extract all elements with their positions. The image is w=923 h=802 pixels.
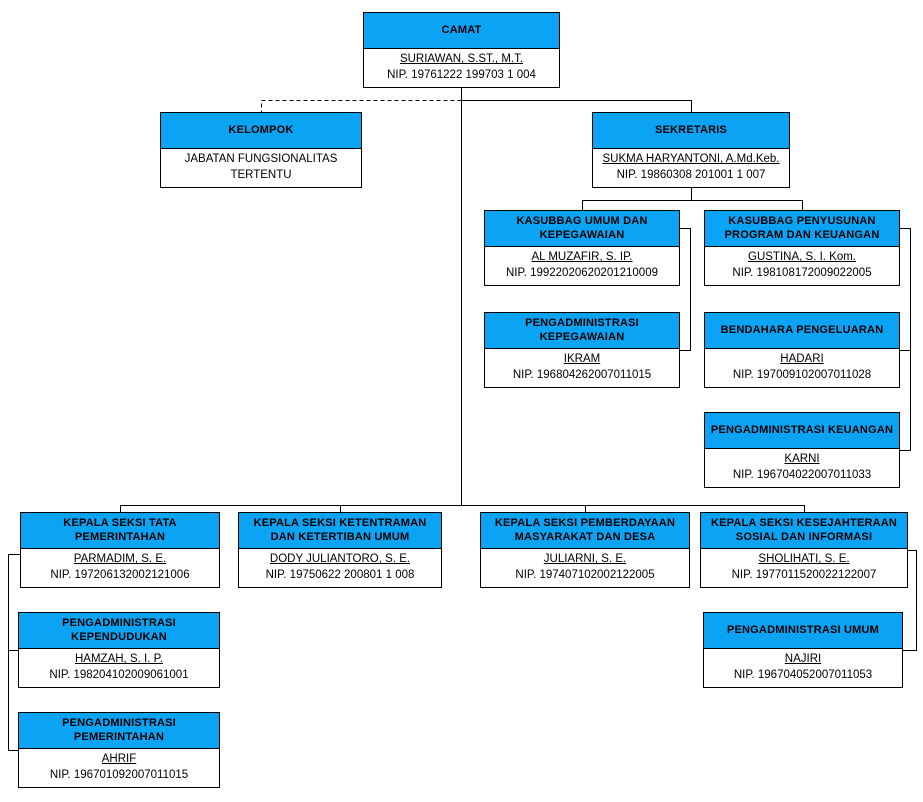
person-name: SHOLIHATI, S. E. <box>758 553 850 566</box>
org-box-kasubbag-umum-body: AL MUZAFIR, S. IP. NIP. 1992202062020121… <box>485 247 679 285</box>
org-box-kasubbag-umum: KASUBBAG UMUM DAN KEPEGAWAIAN AL MUZAFIR… <box>484 210 680 286</box>
org-box-pengadm-pemerintahan: PENGADMINISTRASI PEMERINTAHAN AHRIF NIP.… <box>18 712 220 788</box>
org-box-pengadm-kepegawaian: PENGADMINISTRASI KEPEGAWAIAN IKRAM NIP. … <box>484 312 680 388</box>
org-box-pengadm-kependudukan-title: PENGADMINISTRASI KEPENDUDUKAN <box>19 613 219 649</box>
person-name: IKRAM <box>563 353 601 366</box>
connector-sekretaris-kasubbag <box>582 188 803 210</box>
connector-kasubbagprogram-bendahara-keuangan <box>900 228 911 451</box>
org-box-camat-body: SURIAWAN, S.ST., M.T. NIP. 19761222 1997… <box>364 49 559 87</box>
person-name: PARMADIM, S. E. <box>73 553 167 566</box>
org-box-seksi-tata-title: KEPALA SEKSI TATA PEMERINTAHAN <box>21 513 219 549</box>
person-nip: NIP. 196804262007011015 <box>512 369 652 381</box>
org-box-bendahara-title: BENDAHARA PENGELUARAN <box>705 313 899 349</box>
person-name: SUKMA HARYANTONI, A.Md.Keb. <box>602 153 780 166</box>
person-name: SURIAWAN, S.ST., M.T. <box>399 53 524 66</box>
org-box-pengadm-keuangan: PENGADMINISTRASI KEUANGAN KARNI NIP. 196… <box>704 412 900 488</box>
person-nip: NIP. 1977011520022122007 <box>731 569 877 581</box>
person-name: GUSTINA, S. I. Kom. <box>748 251 856 264</box>
person-name: DODY JULIANTORO, S. E. <box>269 553 411 566</box>
org-box-kelompok: KELOMPOK JABATAN FUNGSIONALITAS TERTENTU <box>160 112 362 188</box>
org-box-pengadm-keuangan-title: PENGADMINISTRASI KEUANGAN <box>705 413 899 449</box>
connector-camat-sekretaris <box>461 100 692 112</box>
org-box-bendahara: BENDAHARA PENGELUARAN HADARI NIP. 197009… <box>704 312 900 388</box>
org-box-pengadm-keuangan-body: KARNI NIP. 196704022007011033 <box>705 449 899 487</box>
person-name: JULIARNI, S. E. <box>543 553 627 566</box>
person-name: NAJIRI <box>784 653 822 666</box>
org-box-kasubbag-program-title: KASUBBAG PENYUSUNAN PROGRAM DAN KEUANGAN <box>705 211 899 247</box>
org-box-pengadm-kependudukan: PENGADMINISTRASI KEPENDUDUKAN HAMZAH, S.… <box>18 612 220 688</box>
person-nip: NIP. 196704052007011053 <box>733 669 873 681</box>
org-box-kelompok-title: KELOMPOK <box>161 113 361 149</box>
org-box-camat: CAMAT SURIAWAN, S.ST., M.T. NIP. 1976122… <box>363 12 560 88</box>
connector-camat-kelompok-dashed <box>261 100 462 112</box>
org-box-seksi-ketentraman: KEPALA SEKSI KETENTRAMAN DAN KETERTIBAN … <box>238 512 442 588</box>
org-box-pengadm-umum-body: NAJIRI NIP. 196704052007011053 <box>704 649 902 687</box>
org-box-kasubbag-umum-title: KASUBBAG UMUM DAN KEPEGAWAIAN <box>485 211 679 247</box>
person-nip: NIP. 197009102007011028 <box>732 369 872 381</box>
org-box-sekretaris-body: SUKMA HARYANTONI, A.Md.Keb. NIP. 1986030… <box>593 149 789 187</box>
org-box-kelompok-body: JABATAN FUNGSIONALITAS TERTENTU <box>161 149 361 187</box>
org-box-seksi-kesejahteraan-title: KEPALA SEKSI KESEJAHTERAAN SOSIAL DAN IN… <box>701 513 907 549</box>
org-box-kasubbag-program: KASUBBAG PENYUSUNAN PROGRAM DAN KEUANGAN… <box>704 210 900 286</box>
group-label: JABATAN FUNGSIONALITAS TERTENTU <box>184 153 338 181</box>
org-box-seksi-pemberdayaan: KEPALA SEKSI PEMBERDAYAAN MASYARAKAT DAN… <box>480 512 690 588</box>
connector-seksikesejahteraan-pengadmumum <box>903 550 917 651</box>
person-name: AHRIF <box>101 753 137 766</box>
org-box-seksi-tata: KEPALA SEKSI TATA PEMERINTAHAN PARMADIM,… <box>20 512 220 588</box>
connector-seksitata-pengadm-left <box>8 554 20 751</box>
org-box-seksi-kesejahteraan-body: SHOLIHATI, S. E. NIP. 197701152002212200… <box>701 549 907 587</box>
org-box-pengadm-kependudukan-body: HAMZAH, S. I. P. NIP. 198204102009061001 <box>19 649 219 687</box>
org-box-seksi-ketentraman-title: KEPALA SEKSI KETENTRAMAN DAN KETERTIBAN … <box>239 513 441 549</box>
person-name: KARNI <box>784 453 820 466</box>
person-nip: NIP. 19860308 201001 1 007 <box>616 169 766 181</box>
person-nip: NIP. 19922020620201210009 <box>506 267 658 279</box>
org-box-seksi-tata-body: PARMADIM, S. E. NIP. 197206132002121006 <box>21 549 219 587</box>
person-nip: NIP. 196701092007011015 <box>49 769 189 781</box>
org-box-seksi-pemberdayaan-title: KEPALA SEKSI PEMBERDAYAAN MASYARAKAT DAN… <box>481 513 689 549</box>
person-nip: NIP. 197407102002122005 <box>515 569 655 581</box>
person-nip: NIP. 197206132002121006 <box>50 569 190 581</box>
person-name: HAMZAH, S. I. P. <box>75 653 163 666</box>
person-nip: NIP. 19750622 200801 1 008 <box>265 569 415 581</box>
org-box-pengadm-pemerintahan-body: AHRIF NIP. 196701092007011015 <box>19 749 219 787</box>
person-nip: NIP. 198108172009022005 <box>732 267 872 279</box>
person-nip: NIP. 19761222 199703 1 004 <box>387 69 536 81</box>
org-box-bendahara-body: HADARI NIP. 197009102007011028 <box>705 349 899 387</box>
org-box-pengadm-kepegawaian-title: PENGADMINISTRASI KEPEGAWAIAN <box>485 313 679 349</box>
org-box-sekretaris-title: SEKRETARIS <box>593 113 789 149</box>
person-nip: NIP. 198204102009061001 <box>49 669 189 681</box>
org-box-seksi-pemberdayaan-body: JULIARNI, S. E. NIP. 197407102002122005 <box>481 549 689 587</box>
connector-kasubbagumum-pengadmkepegawaian <box>680 228 691 351</box>
person-name: HADARI <box>780 353 824 366</box>
org-box-sekretaris: SEKRETARIS SUKMA HARYANTONI, A.Md.Keb. N… <box>592 112 790 188</box>
org-box-pengadm-kepegawaian-body: IKRAM NIP. 196804262007011015 <box>485 349 679 387</box>
org-box-pengadm-umum: PENGADMINISTRASI UMUM NAJIRI NIP. 196704… <box>703 612 903 688</box>
org-box-seksi-ketentraman-body: DODY JULIANTORO, S. E. NIP. 19750622 200… <box>239 549 441 587</box>
person-name: AL MUZAFIR, S. IP. <box>531 251 633 264</box>
person-nip: NIP. 196704022007011033 <box>732 469 872 481</box>
org-box-pengadm-pemerintahan-title: PENGADMINISTRASI PEMERINTAHAN <box>19 713 219 749</box>
org-box-pengadm-umum-title: PENGADMINISTRASI UMUM <box>704 613 902 649</box>
org-box-kasubbag-program-body: GUSTINA, S. I. Kom. NIP. 198108172009022… <box>705 247 899 285</box>
org-box-camat-title: CAMAT <box>364 13 559 49</box>
connector-camat-seksi-bus <box>120 505 805 512</box>
org-box-seksi-kesejahteraan: KEPALA SEKSI KESEJAHTERAAN SOSIAL DAN IN… <box>700 512 908 588</box>
